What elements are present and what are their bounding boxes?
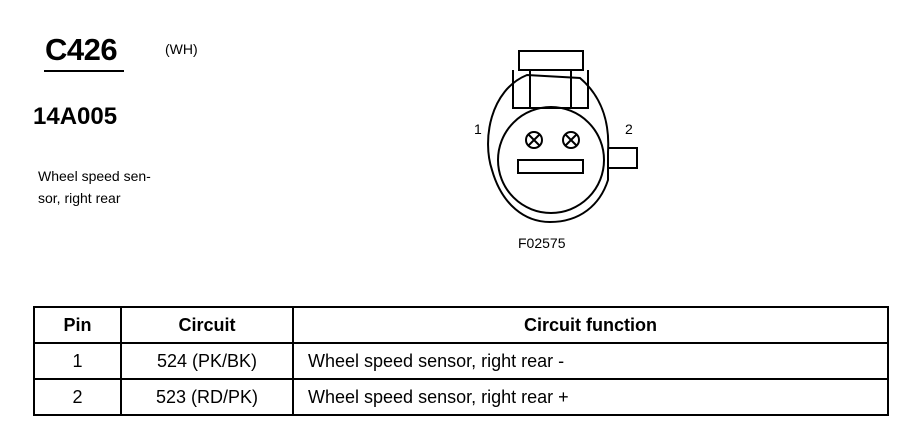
pin-2-terminal bbox=[562, 131, 580, 149]
connector-id-underline bbox=[44, 70, 124, 72]
part-number: 14A005 bbox=[33, 103, 118, 130]
pin-1-terminal bbox=[525, 131, 543, 149]
connector-housing bbox=[487, 73, 610, 224]
connector-key-slot bbox=[517, 159, 584, 174]
circuit-cell: 524 (PK/BK) bbox=[120, 342, 294, 380]
connector-latch-top bbox=[518, 50, 584, 71]
connector-face-diagram bbox=[487, 50, 638, 224]
function-cell: Wheel speed sensor, right rear + bbox=[292, 378, 889, 416]
connector-color-code: (WH) bbox=[165, 41, 198, 57]
header-pin: Pin bbox=[33, 306, 122, 344]
header-circuit: Circuit bbox=[120, 306, 294, 344]
pin-1-label: 1 bbox=[474, 121, 482, 137]
connector-inner-face bbox=[497, 106, 605, 214]
function-cell: Wheel speed sensor, right rear - bbox=[292, 342, 889, 380]
pin-2-label: 2 bbox=[625, 121, 633, 137]
table-row: 1 524 (PK/BK) Wheel speed sensor, right … bbox=[33, 342, 889, 380]
connector-tab bbox=[608, 147, 638, 169]
table-row: 2 523 (RD/PK) Wheel speed sensor, right … bbox=[33, 378, 889, 416]
pin-cell: 1 bbox=[33, 342, 122, 380]
table-header-row: Pin Circuit Circuit function bbox=[33, 306, 889, 344]
pin-cell: 2 bbox=[33, 378, 122, 416]
description-line-1: Wheel speed sen- bbox=[38, 168, 151, 184]
connector-id: C426 bbox=[45, 32, 118, 67]
description-line-2: sor, right rear bbox=[38, 190, 121, 206]
circuit-cell: 523 (RD/PK) bbox=[120, 378, 294, 416]
pin-table: Pin Circuit Circuit function 1 524 (PK/B… bbox=[33, 306, 889, 416]
connector-description: Wheel speed sen- sor, right rear bbox=[38, 165, 188, 209]
header-circuit-function: Circuit function bbox=[292, 306, 889, 344]
figure-id: F02575 bbox=[518, 235, 566, 251]
